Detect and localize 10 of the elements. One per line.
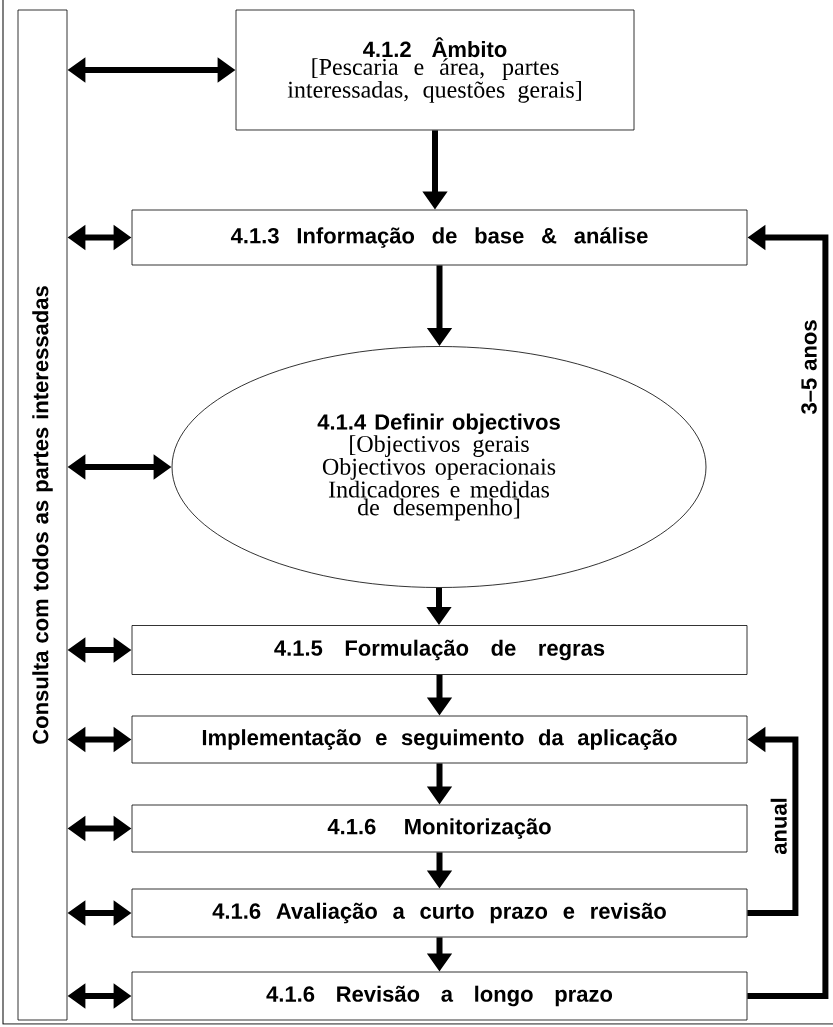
process-box: 4.1.6 Monitorização [131, 804, 748, 853]
process-box: 4.1.2 Âmbito [Pescaria e área, partes interessadas, questões gerais] [235, 9, 635, 131]
process-box: 4.1.3 Informação de base & análise [131, 209, 748, 266]
process-box: Implementação e seguimento da aplicação [131, 715, 748, 764]
consultation-band: Consulta com todos as partes interessadas [17, 9, 68, 1021]
process-box: 4.1.6 Revisão a longo prazo [131, 971, 748, 1021]
process-box: 4.1.5 Formulação de regras [131, 625, 748, 675]
edge-label: 3–5 anos [799, 317, 819, 417]
edge-label: anual [768, 795, 789, 857]
process-box: 4.1.6 Avaliação a curto prazo e revisão [131, 888, 748, 938]
